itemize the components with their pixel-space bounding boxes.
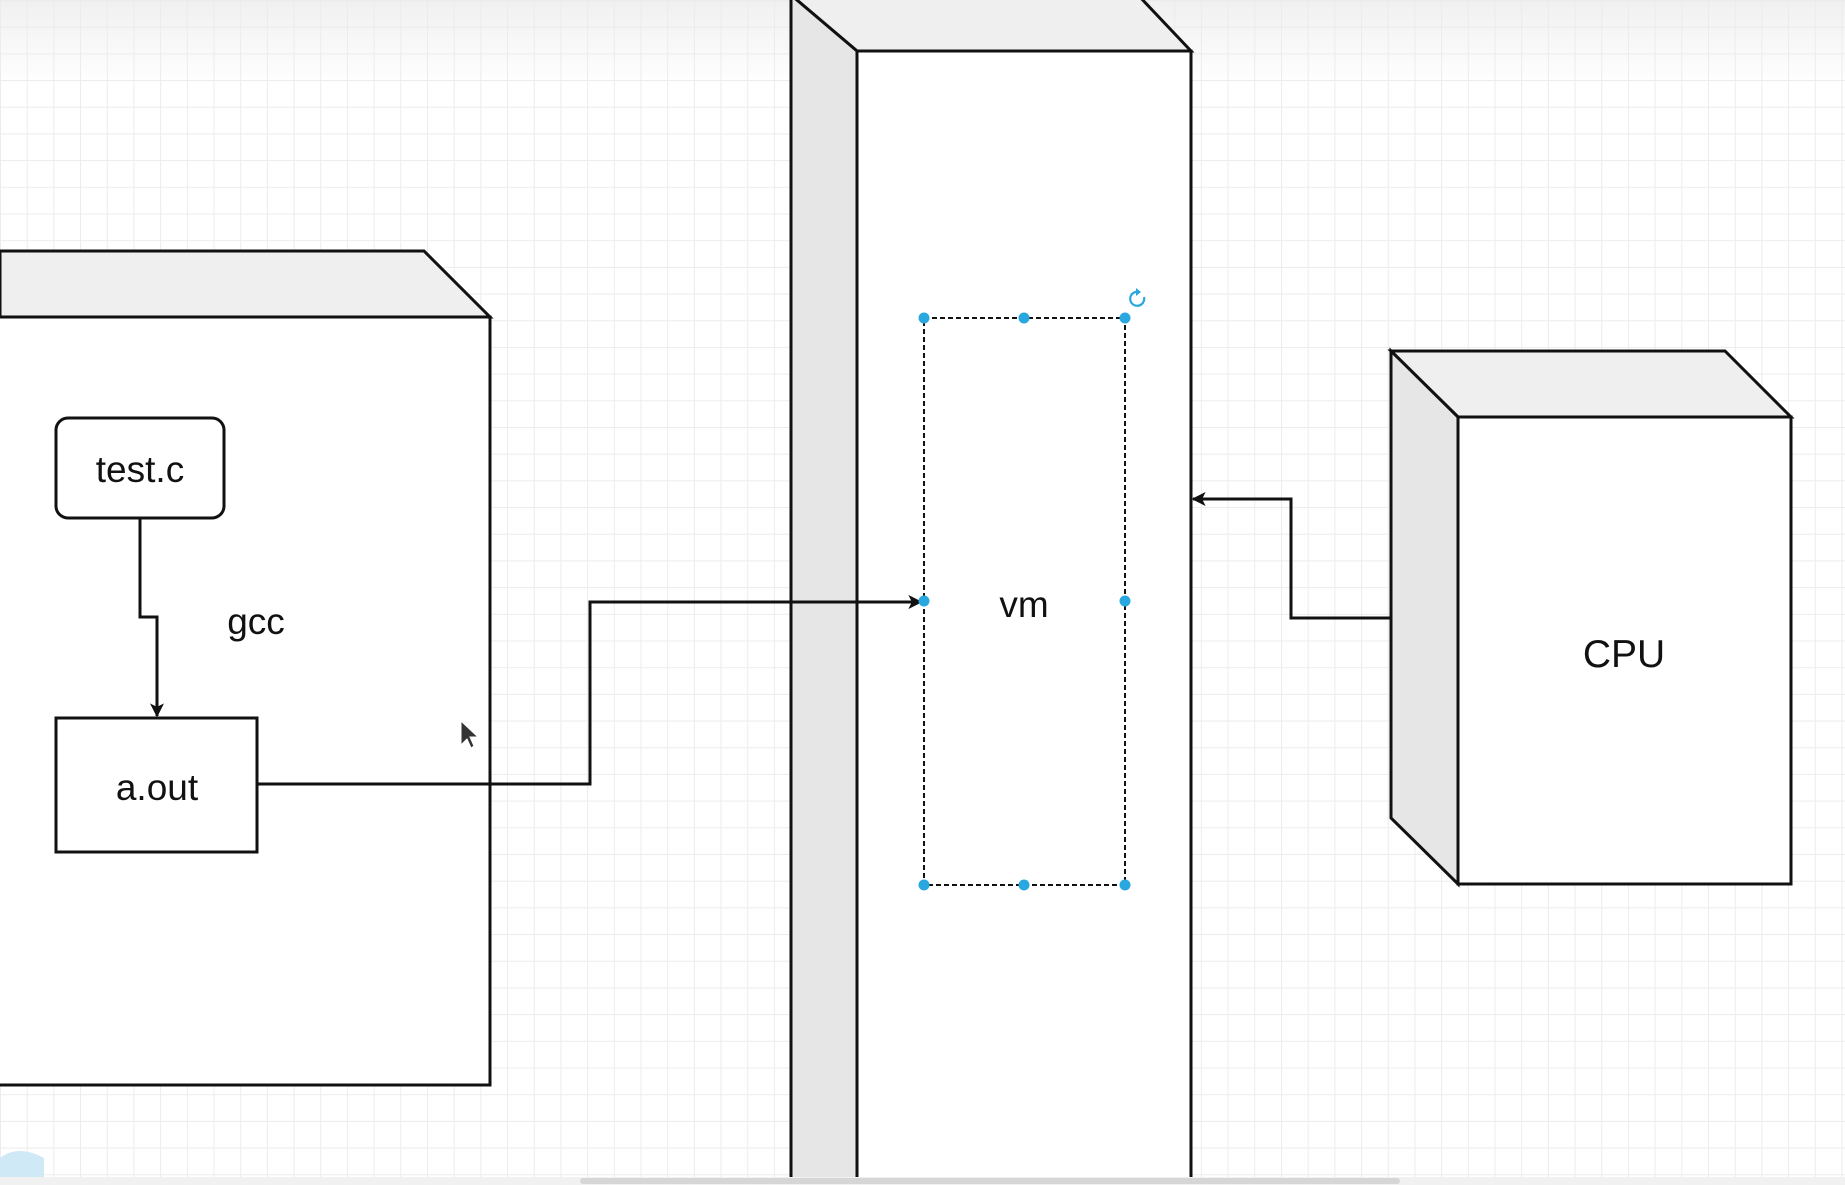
vm-node[interactable]: vm xyxy=(923,317,1126,886)
host-box-top xyxy=(0,249,494,319)
gcc-edge-label: gcc xyxy=(227,601,285,642)
host-machine-box[interactable] xyxy=(0,249,494,1087)
resize-handle-top-left[interactable] xyxy=(918,312,930,324)
a-out-label: a.out xyxy=(116,767,199,808)
cpu-box-top xyxy=(1387,349,1795,419)
resize-handle-top-right[interactable] xyxy=(1119,312,1131,324)
vm-label: vm xyxy=(999,584,1048,625)
edge-test-c-to-a-out[interactable] xyxy=(138,518,164,718)
vm-node-shape xyxy=(923,317,1126,886)
vm-container-top xyxy=(794,0,1195,53)
test-c-node[interactable]: test.c xyxy=(54,416,226,520)
vm-selection-handles[interactable] xyxy=(918,312,1131,891)
resize-handle-top[interactable] xyxy=(1018,312,1030,324)
resize-handle-right[interactable] xyxy=(1119,595,1131,607)
rotate-handle-icon[interactable] xyxy=(1129,288,1146,307)
cpu-label: CPU xyxy=(1583,633,1665,676)
a-out-node[interactable]: a.out xyxy=(54,716,259,854)
cpu-box-front xyxy=(1456,415,1793,886)
edge-a-out-to-vm[interactable] xyxy=(257,595,923,786)
cpu-box-side xyxy=(1389,347,1460,888)
vm-container-side xyxy=(789,0,859,1182)
horizontal-scrollbar-thumb[interactable] xyxy=(580,1178,1400,1184)
edge-cpu-to-vm-container[interactable] xyxy=(1191,492,1391,620)
test-c-label: test.c xyxy=(96,449,184,490)
cpu-box[interactable]: CPU xyxy=(1387,347,1795,888)
resize-handle-bottom-right[interactable] xyxy=(1119,879,1131,891)
resize-handle-bottom[interactable] xyxy=(1018,879,1030,891)
resize-handle-left[interactable] xyxy=(918,595,930,607)
mouse-pointer-icon xyxy=(460,719,480,749)
resize-handle-bottom-left[interactable] xyxy=(918,879,930,891)
a-out-node-shape xyxy=(54,716,259,854)
